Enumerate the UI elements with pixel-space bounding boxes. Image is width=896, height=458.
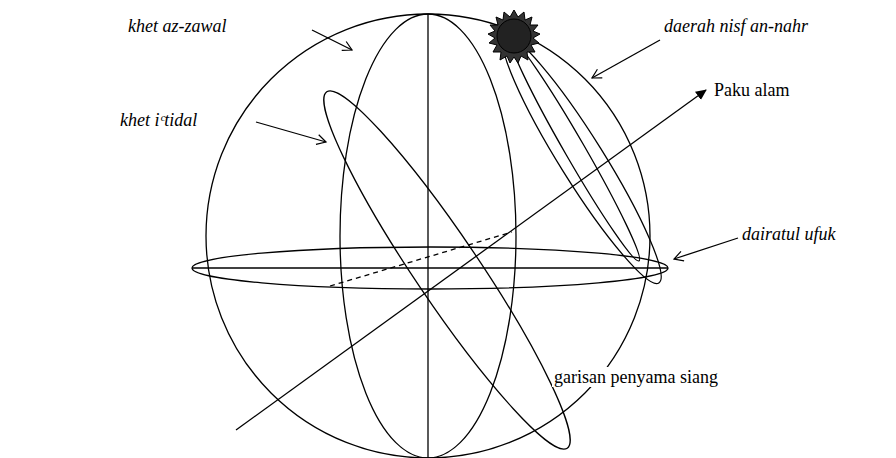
leader-arrow xyxy=(674,238,738,259)
leader-arrow xyxy=(312,30,352,50)
sphere-outline xyxy=(206,14,650,458)
axis-label: khet az-zawal xyxy=(126,16,229,36)
daily-path-ellipse xyxy=(487,25,678,294)
leader-arrow xyxy=(256,122,326,142)
daily-path-ellipse xyxy=(502,34,647,266)
axis-label: daerah nisf an-nahr xyxy=(662,16,810,36)
sun-symbol xyxy=(488,10,540,63)
horizon-line xyxy=(192,267,668,268)
leader-arrow xyxy=(592,40,660,78)
axis-label: Paku alam xyxy=(712,80,791,100)
horizon-ellipse xyxy=(192,247,668,289)
meridian-ellipse xyxy=(340,14,516,458)
axis-label: garisan penyama siang xyxy=(552,367,720,387)
axis-label: khet iᶜtidal xyxy=(118,110,199,130)
dashed-line xyxy=(330,232,512,286)
equator-ellipse xyxy=(300,74,594,458)
axis-label: dairatul ufuk xyxy=(740,224,838,244)
vertical-axis xyxy=(427,14,428,458)
